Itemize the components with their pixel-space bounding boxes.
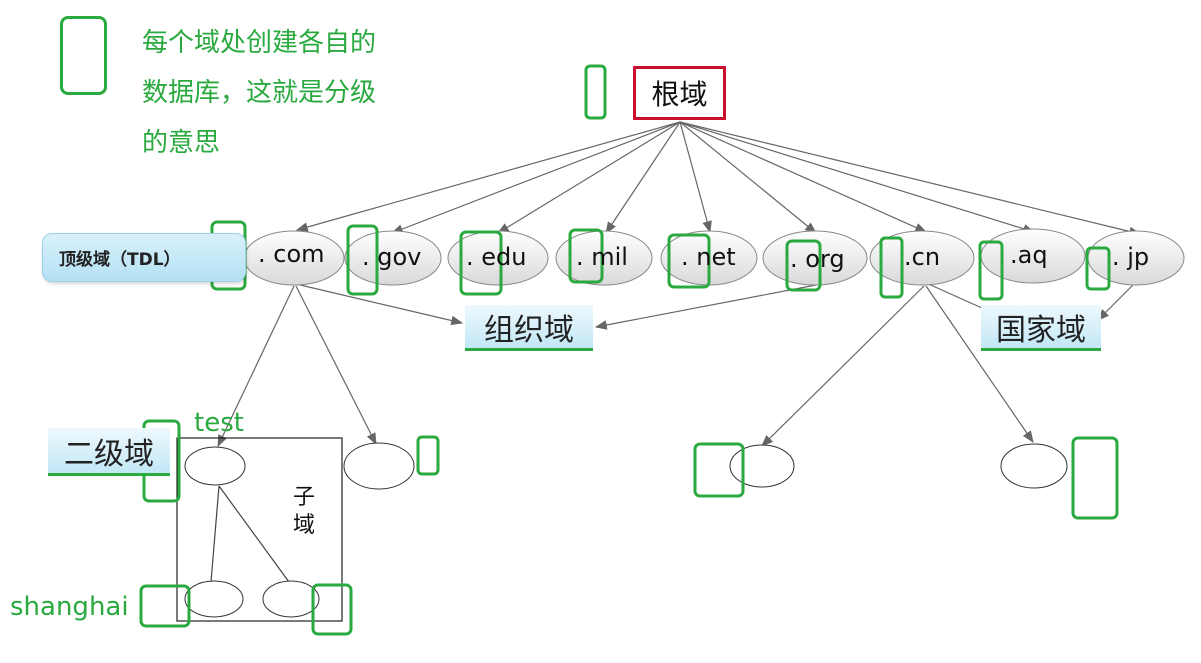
subdomain-label-line: 域 (293, 513, 316, 538)
tld-node-gov (344, 230, 442, 286)
legend-note-line: 每个域处创建各自的 (142, 28, 377, 58)
arrow-root-net (679, 121, 712, 234)
annotation-aq (978, 240, 1004, 301)
root-domain-box: 根域 (633, 66, 726, 120)
arrow-root-edu (496, 121, 681, 234)
annotation-edu (459, 230, 503, 296)
node-sub-right (262, 580, 320, 618)
arrow-cn-second-left (761, 285, 925, 447)
arrow-cn-second-right (925, 285, 1034, 443)
org-domain-text: 组织域 (484, 312, 574, 348)
annotation-org (785, 239, 822, 292)
tld-category-pill: 顶级域（TDL） (42, 233, 246, 282)
tld-node-mil (555, 230, 653, 286)
tld-label-jp: . jp (1112, 243, 1150, 271)
annotation-mil (568, 228, 604, 284)
annotation-jp (1085, 246, 1111, 291)
second-level-nodes (184, 442, 1068, 618)
arrow-root-gov (390, 121, 681, 234)
annotation-boxes (139, 64, 1119, 636)
legend-note-line: 的意思 (142, 128, 221, 158)
legend-note-line: 数据库，这就是分级 (142, 78, 377, 108)
country-domain-label: 国家域 (981, 305, 1101, 351)
annotation-sub-right (311, 583, 353, 636)
tld-label-gov: . gov (362, 243, 422, 271)
subdomain-box (176, 437, 343, 622)
annotation-cn-second-left (693, 442, 745, 498)
node-cn-second-right (1000, 443, 1068, 489)
arrow-jp-country-domain (1097, 281, 1137, 321)
country-domain-text: 国家域 (996, 312, 1086, 348)
annotation-cn (879, 236, 904, 299)
tld-label-edu: . edu (466, 243, 527, 271)
arrow-root-aq (679, 121, 1036, 234)
arrow-root-cn (679, 121, 928, 233)
subdomain-label: 子 域 (293, 484, 315, 540)
node-shanghai (184, 580, 244, 618)
annotation-cn-second-right (1071, 436, 1119, 520)
tld-label-cn: .cn (904, 243, 941, 271)
annotation-gov (346, 224, 379, 296)
arrow-root-jp (679, 121, 1142, 237)
test-label: test (194, 408, 244, 438)
node-com-second (343, 442, 415, 490)
legend-box-swatch (60, 16, 107, 95)
annotation-com-second (416, 435, 440, 476)
legend-note: 每个域处创建各自的 数据库，这就是分级 的意思 (142, 18, 422, 168)
tld-label-aq: .aq (1010, 241, 1048, 269)
arrow-root-org (679, 121, 817, 234)
arrow-root-com (295, 121, 681, 232)
tld-label-net: . net (681, 243, 736, 271)
node-test (184, 446, 246, 486)
root-domain-label: 根域 (651, 78, 708, 111)
tld-ellipses (243, 228, 1185, 286)
second-level-arrows (217, 285, 1034, 448)
tld-label-com: . com (258, 240, 325, 268)
line-test-right (218, 485, 290, 583)
tld-node-org (762, 230, 868, 286)
tld-node-cn (869, 230, 975, 286)
arrow-com-test (217, 285, 295, 448)
annotation-net (667, 233, 711, 289)
root-arrows (295, 121, 1142, 237)
second-level-label: 二级域 (48, 428, 170, 476)
subdomain-label-line: 子 (293, 485, 316, 510)
line-test-left (210, 485, 220, 583)
org-domain-label: 组织域 (465, 305, 593, 351)
second-level-text: 二级域 (64, 436, 154, 472)
arrow-com-org-domain (295, 283, 464, 326)
arrow-com-second (295, 285, 377, 446)
node-cn-second-left (729, 444, 795, 488)
tld-label-mil: . mil (576, 243, 628, 271)
annotation-shanghai (139, 584, 191, 628)
arrow-org-org-domain (594, 284, 817, 330)
tld-category-label: 顶级域（TDL） (59, 250, 181, 270)
arrow-root-mil (605, 121, 681, 234)
shanghai-label: shanghai (10, 592, 129, 622)
tld-label-org: . org (790, 245, 845, 273)
annotation-root (584, 64, 607, 120)
